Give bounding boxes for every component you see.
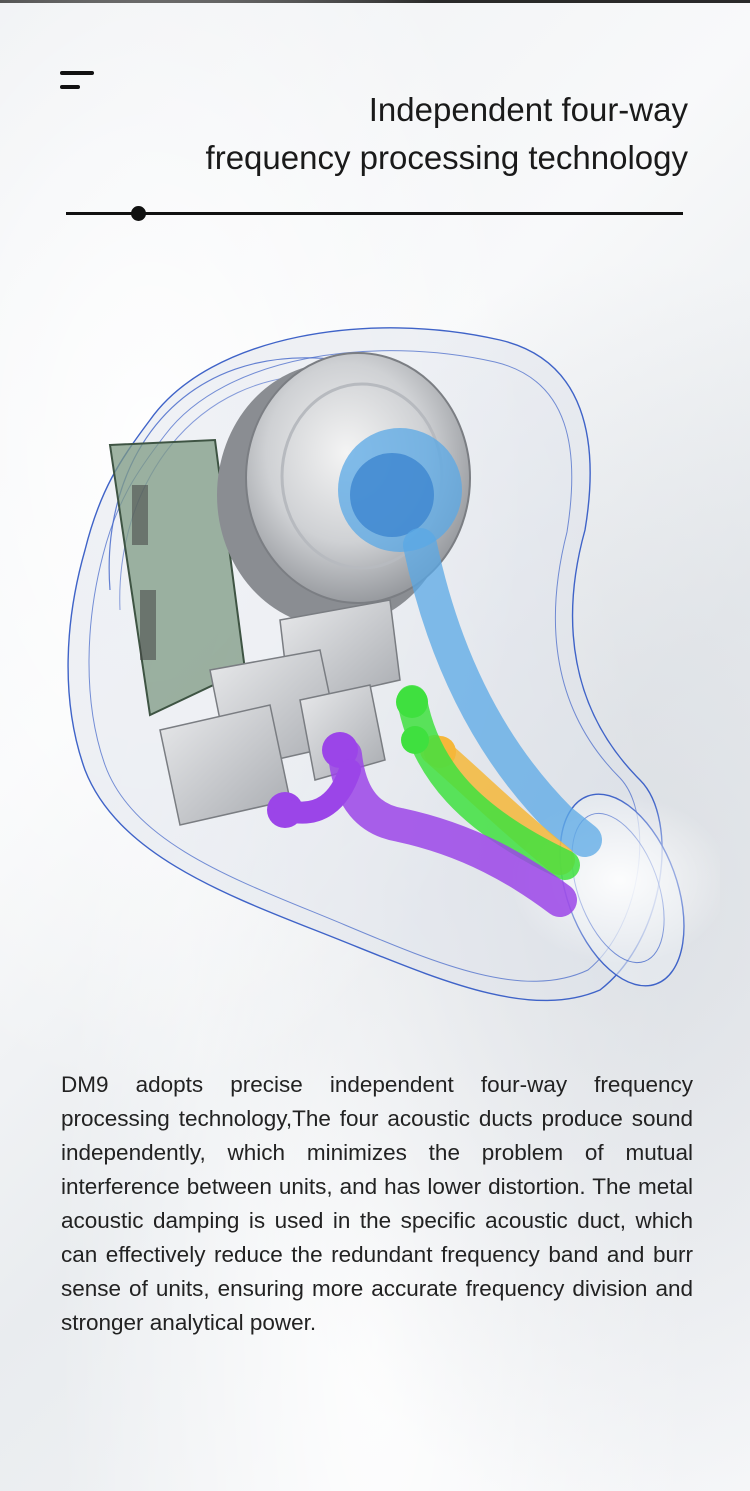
top-border	[0, 0, 750, 3]
earphone-illustration	[67, 327, 720, 1002]
title-line-1: Independent four-way	[368, 91, 688, 128]
menu-icon[interactable]	[60, 71, 94, 93]
board-chip-2	[140, 590, 156, 660]
page-title: Independent four-way frequency processin…	[206, 86, 688, 182]
board-chip-1	[132, 485, 148, 545]
duct-green	[397, 685, 580, 880]
duct-green-port-1	[396, 686, 428, 718]
title-divider	[66, 212, 683, 215]
title-line-2: frequency processing technology	[205, 139, 688, 176]
description-text: DM9 adopts precise independent four-way …	[61, 1072, 693, 1335]
duct-blue-port-inner	[350, 453, 434, 537]
shell-edge-1	[108, 357, 341, 591]
duct-purple-branch	[274, 759, 361, 824]
duct-green-port-2	[401, 726, 429, 754]
duct-purple-port-1	[322, 732, 358, 768]
duct-purple	[328, 738, 577, 917]
duct-blue	[403, 528, 602, 857]
divider-dot	[131, 206, 146, 221]
